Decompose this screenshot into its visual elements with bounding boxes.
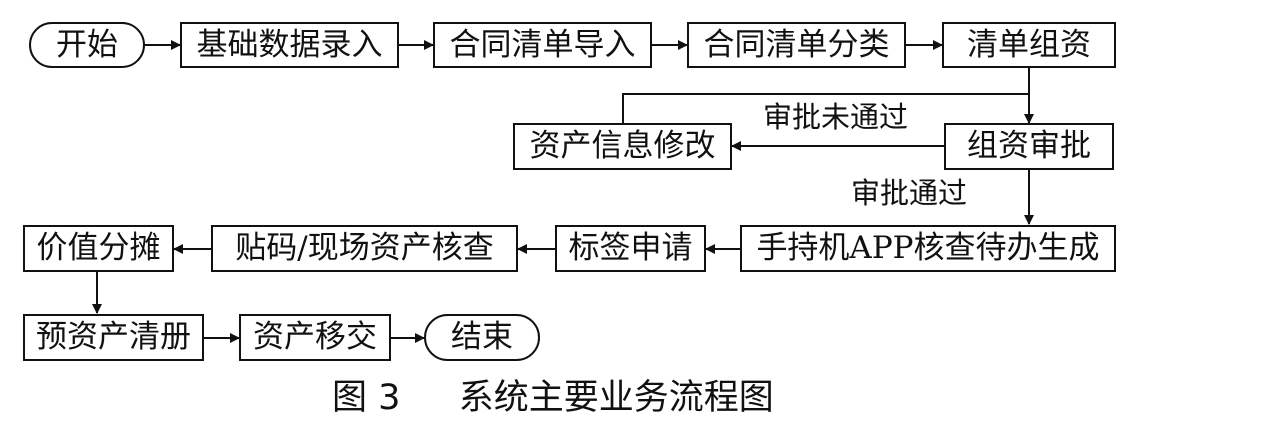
asset-info-modify-box: 资产信息修改	[513, 123, 732, 170]
label-apply-box: 标签申请	[555, 225, 706, 272]
figure-number: 图 3	[332, 378, 401, 418]
basic-data-entry-box: 基础数据录入	[180, 22, 399, 68]
value-allocation-box: 价值分摊	[23, 225, 174, 272]
figure-title: 系统主要业务流程图	[458, 378, 774, 418]
contract-list-classify-box: 合同清单分类	[687, 22, 906, 68]
not-approved-label: 审批未通过	[763, 100, 909, 134]
paste-code-site-check-box: 贴码/现场资产核查	[211, 225, 518, 272]
contract-list-import-box: 合同清单导入	[433, 22, 652, 68]
list-grouping-box: 清单组资	[942, 22, 1116, 68]
grouping-approval-box: 组资审批	[944, 123, 1114, 170]
approved-label: 审批通过	[851, 176, 968, 210]
pre-asset-register-box: 预资产清册	[23, 314, 204, 361]
figure-caption: 图 3 系统主要业务流程图	[332, 381, 774, 416]
start-terminal: 开始	[29, 22, 145, 68]
end-terminal: 结束	[424, 314, 540, 361]
asset-transfer-box: 资产移交	[239, 314, 391, 361]
handheld-app-task-box: 手持机APP核查待办生成	[740, 225, 1116, 272]
